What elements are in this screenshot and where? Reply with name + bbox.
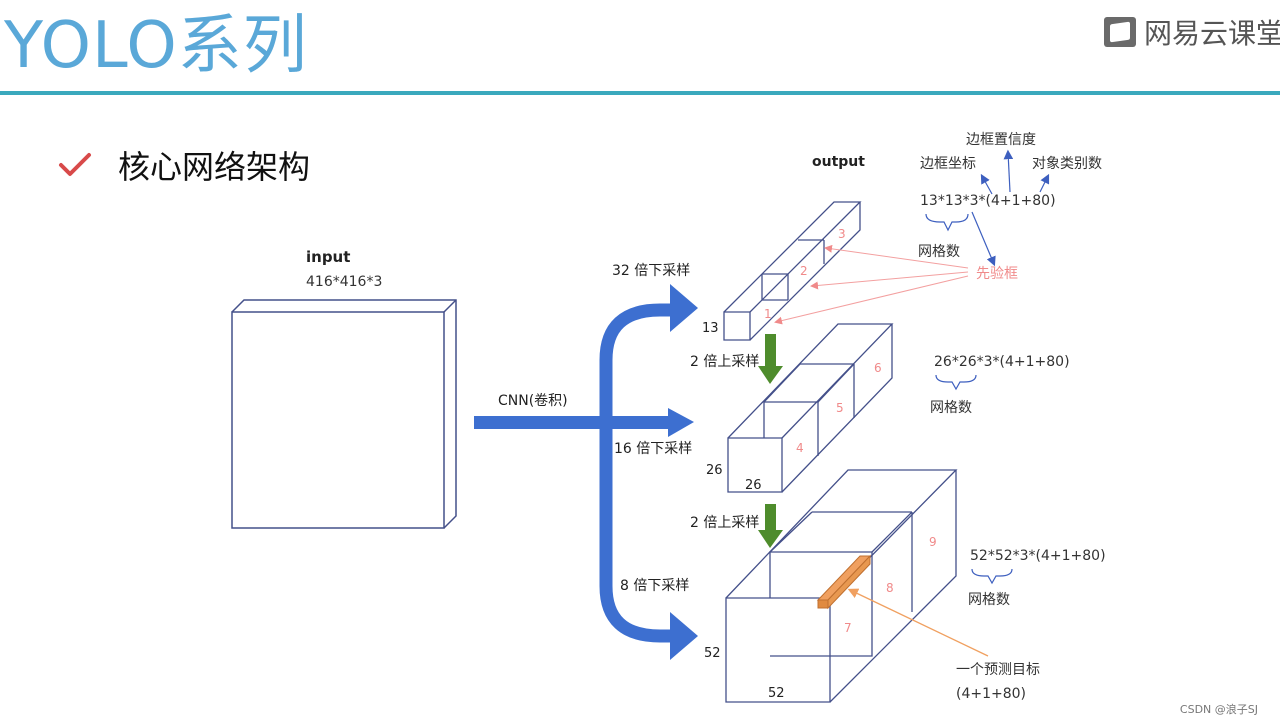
- anchor-box-label: 先验框: [976, 266, 1018, 282]
- grid-size-26-side: 26: [706, 463, 723, 478]
- downsample-32-label: 32 倍下采样: [612, 263, 690, 279]
- box-confidence-label: 边框置信度: [966, 132, 1036, 148]
- grid-count-label-13: 网格数: [918, 244, 960, 260]
- watermark: CSDN @浪子SJ: [1179, 703, 1258, 716]
- cell-1: 1: [764, 307, 772, 321]
- brand-icon: [1104, 17, 1136, 47]
- formula-52: 52*52*3*(4+1+80): [970, 548, 1106, 564]
- input-label: input: [306, 248, 350, 266]
- upsample-label-2: 2 倍上采样: [690, 515, 759, 531]
- cell-6: 6: [874, 361, 882, 375]
- cell-5: 5: [836, 401, 844, 415]
- branch-arrow-32x: [599, 284, 698, 430]
- prediction-target-pointer: [847, 588, 989, 657]
- upsample-arrow-1: [758, 334, 783, 384]
- cnn-label: CNN(卷积): [498, 393, 568, 409]
- downsample-8-label: 8 倍下采样: [620, 578, 689, 594]
- branch-arrow-8x: [599, 420, 698, 660]
- formula-13-arrows: [925, 149, 1050, 267]
- output-block-26: [727, 323, 894, 493]
- upsample-arrow-2: [758, 504, 783, 548]
- output-block-13: [723, 201, 862, 341]
- prediction-formula: (4+1+80): [956, 686, 1026, 702]
- grid-brace-26: [935, 374, 977, 391]
- prediction-target-label: 一个预测目标: [956, 662, 1040, 678]
- checkmark-icon: [59, 153, 91, 176]
- output-label: output: [812, 154, 865, 170]
- section-heading: 核心网络架构: [58, 142, 310, 188]
- output-block-52: [725, 469, 958, 703]
- cell-7: 7: [844, 621, 852, 635]
- grid-size-52-bottom: 52: [768, 686, 785, 701]
- section-title: 核心网络架构: [118, 148, 311, 186]
- grid-count-label-26: 网格数: [930, 400, 972, 416]
- cell-2: 2: [800, 264, 808, 278]
- input-block: [231, 299, 457, 529]
- cnn-arrow: [474, 408, 694, 437]
- grid-count-label-52: 网格数: [968, 592, 1010, 608]
- cell-3: 3: [838, 227, 846, 241]
- box-coord-label: 边框坐标: [920, 156, 976, 172]
- cell-4: 4: [796, 441, 804, 455]
- brand-text: 网易云课堂: [1144, 17, 1280, 50]
- grid-size-26-bottom: 26: [745, 478, 762, 493]
- downsample-16-label: 16 倍下采样: [614, 441, 692, 457]
- formula-13: 13*13*3*(4+1+80): [920, 193, 1056, 209]
- grid-size-52-side: 52: [704, 646, 721, 661]
- input-dims: 416*416*3: [306, 274, 382, 290]
- grid-brace-52: [971, 568, 1013, 585]
- slide-title: YOLO系列: [4, 9, 308, 83]
- formula-26: 26*26*3*(4+1+80): [934, 354, 1070, 370]
- prediction-target-cell: [816, 554, 872, 610]
- upsample-label-1: 2 倍上采样: [690, 354, 759, 370]
- class-count-label: 对象类别数: [1032, 156, 1102, 172]
- cell-9: 9: [929, 535, 937, 549]
- cell-8: 8: [886, 581, 894, 595]
- header-divider: [0, 91, 1280, 95]
- grid-size-13: 13: [702, 321, 719, 336]
- brand-logo: 网易云课堂: [1104, 14, 1280, 50]
- anchor-box-pointers: [774, 244, 969, 325]
